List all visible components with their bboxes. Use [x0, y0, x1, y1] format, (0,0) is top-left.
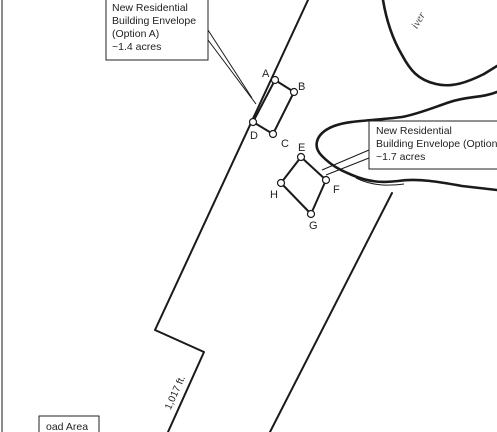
- vertex-f-marker: [321, 175, 331, 185]
- callout-b-leader: [321, 149, 370, 171]
- callout-a-line-3: (Option A): [112, 28, 159, 40]
- river-bank-south: [315, 90, 497, 192]
- vertex-f-label: F: [333, 184, 340, 196]
- vertex-a-label: A: [262, 68, 270, 80]
- vertex-d-label: D: [250, 130, 258, 142]
- building-envelope-option-b: [280, 156, 327, 215]
- callout-b-line-3: ~1.7 acres: [376, 151, 425, 163]
- vertex-d-marker: [248, 117, 258, 127]
- vertex-c-label: C: [281, 138, 289, 150]
- vertex-e-marker: [296, 152, 306, 162]
- river-bank-north: [381, 0, 497, 87]
- legend-fragment-text: oad Area: [46, 421, 88, 432]
- callout-a-leader: [207, 29, 253, 99]
- vertex-b-marker: [289, 87, 299, 97]
- boundary-dimension-label: 1,017 ft.: [163, 374, 188, 411]
- vertex-c-marker: [268, 129, 278, 139]
- vertex-e-label: E: [298, 142, 305, 154]
- callout-a-box: [105, 0, 209, 61]
- callout-b-leader-2: [325, 157, 370, 176]
- river-label: iver: [409, 10, 428, 31]
- callout-b-box: [368, 120, 497, 170]
- callout-b-line-1: New Residential: [376, 125, 452, 137]
- vertex-a-marker: [270, 75, 280, 85]
- callout-a-line-2: Building Envelope: [112, 15, 196, 27]
- callout-a-line-4: ~1.4 acres: [112, 41, 161, 53]
- vertex-h-marker: [276, 178, 286, 188]
- callout-a-leader-2: [207, 39, 257, 105]
- property-boundary: [154, 0, 309, 432]
- callout-a-line-1: New Residential: [112, 2, 188, 14]
- vertex-g-label: G: [309, 220, 318, 232]
- callout-b-line-2: Building Envelope (Option: [376, 138, 497, 150]
- legend-box-fragment: [38, 415, 100, 432]
- property-boundary-east: [269, 192, 393, 432]
- vertex-h-label: H: [270, 189, 278, 201]
- vertex-g-marker: [306, 209, 316, 219]
- vertex-b-label: B: [298, 81, 305, 93]
- river-bank-south-inner: [355, 177, 405, 186]
